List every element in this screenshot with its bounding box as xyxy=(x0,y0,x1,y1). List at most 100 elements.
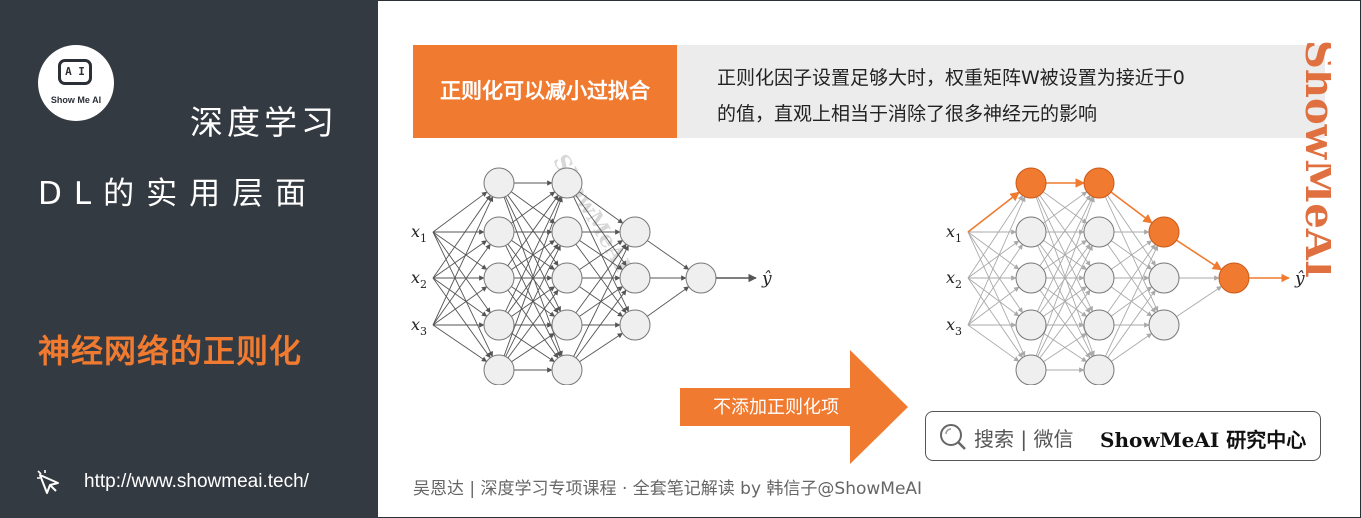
network-edge xyxy=(498,182,561,312)
network-edge xyxy=(498,244,561,371)
neuron xyxy=(685,262,717,294)
input-label: x2 xyxy=(946,268,962,291)
network-edge xyxy=(967,286,1020,326)
input-label: x3 xyxy=(946,315,962,338)
network-edge xyxy=(1030,194,1091,279)
network-edge xyxy=(432,194,491,279)
network-edge xyxy=(498,196,563,371)
active-neuron xyxy=(1218,262,1250,294)
network-edge xyxy=(1098,243,1156,326)
network-edge xyxy=(566,244,629,371)
network-edge xyxy=(1098,289,1156,371)
banner-line-1: 正则化因子设置足够大时，权重矩阵W被设置为接近于0 xyxy=(717,67,1185,89)
network-edge xyxy=(432,191,488,233)
network-edge xyxy=(566,289,627,371)
network-edge xyxy=(1030,244,1093,371)
neuron xyxy=(1015,309,1047,341)
network-edge xyxy=(566,243,627,326)
showmeai-vertical-watermark: ShowMeAI xyxy=(1296,40,1331,279)
network-edge xyxy=(498,196,561,326)
network-edge xyxy=(498,231,559,314)
neuron xyxy=(551,262,583,294)
neuron xyxy=(1083,309,1115,341)
topic-title: 神经网络的正则化 xyxy=(38,332,303,370)
neuron xyxy=(551,309,583,341)
network-edge xyxy=(1030,196,1093,326)
network-edge xyxy=(432,277,488,317)
neuron xyxy=(619,262,651,294)
network-edge xyxy=(967,243,1023,326)
network-edge xyxy=(967,324,1020,362)
neuron xyxy=(619,216,651,248)
banner-description: 正则化因子设置足够大时，权重矩阵W被设置为接近于0 的值，直观上相当于消除了很多… xyxy=(677,45,1325,138)
network-edge xyxy=(1030,196,1095,371)
neuron xyxy=(1015,216,1047,248)
wechat-search-box[interactable]: 搜索 | 微信 ShowMeAI 研究中心 xyxy=(925,411,1321,461)
network-edge xyxy=(1030,231,1093,358)
output-label: ŷ xyxy=(761,269,772,289)
network-edge xyxy=(432,286,488,326)
network-edge xyxy=(1030,182,1091,267)
arrow-shape xyxy=(680,350,908,464)
network-edge xyxy=(1098,245,1159,371)
chapter-title: DL的实用层面 xyxy=(38,176,319,212)
neuron xyxy=(483,216,515,248)
network-edge xyxy=(498,194,559,279)
network-edge xyxy=(1098,182,1156,267)
network-edge xyxy=(1098,231,1156,314)
neuron xyxy=(551,167,583,199)
network-edge xyxy=(566,182,629,312)
website-link[interactable]: http://www.showmeai.tech/ xyxy=(84,471,309,492)
network-edge xyxy=(432,231,493,357)
network-edge xyxy=(432,243,491,326)
network-edge xyxy=(498,182,559,267)
neuron xyxy=(1015,354,1047,385)
active-neuron xyxy=(1083,167,1115,199)
full-neural-network-diagram: x1 x2 x3 ŷ xyxy=(411,167,772,385)
neuron xyxy=(1083,354,1115,385)
network-edge xyxy=(1030,243,1091,326)
network-edge xyxy=(432,277,491,359)
network-edge xyxy=(967,277,1023,359)
network-edge xyxy=(967,240,1020,279)
neuron xyxy=(619,309,651,341)
network-edge xyxy=(432,240,488,279)
input-label: x1 xyxy=(411,222,427,245)
logo-text: Show Me AI xyxy=(50,95,102,105)
network-edge xyxy=(1030,277,1091,359)
neuron xyxy=(1148,262,1180,294)
neuron xyxy=(551,216,583,248)
neuron xyxy=(1083,216,1115,248)
network-edge xyxy=(498,231,561,358)
network-edge xyxy=(432,196,494,326)
network-edge xyxy=(967,277,1020,317)
search-brand: ShowMeAI 研究中心 xyxy=(1100,428,1307,452)
active-neuron xyxy=(1015,167,1047,199)
footer-credit: 吴恩达 | 深度学习专项课程 · 全套笔记解读 by 韩信子@ShowMeAI xyxy=(413,479,923,499)
neuron xyxy=(1083,262,1115,294)
search-prefix: 搜索 | 微信 xyxy=(974,427,1074,451)
input-label: x3 xyxy=(411,315,427,338)
network-edge xyxy=(566,231,627,314)
robot-face-icon: A I xyxy=(58,59,92,85)
network-edge xyxy=(1030,289,1091,371)
highlighted-edge xyxy=(967,191,1020,233)
search-icon xyxy=(940,424,966,450)
input-label: x1 xyxy=(946,222,962,245)
neuron xyxy=(483,309,515,341)
neuron xyxy=(483,354,515,385)
network-edge xyxy=(566,182,627,267)
neuron xyxy=(483,262,515,294)
network-edge xyxy=(432,231,491,314)
network-edge xyxy=(967,231,1023,314)
output-label: ŷ xyxy=(1294,269,1305,289)
arrow-label: 不添加正则化项 xyxy=(713,397,839,418)
neuron xyxy=(551,354,583,385)
regularized-neural-network-diagram: x1 x2 x3 ŷ xyxy=(946,167,1305,385)
banner-line-2: 的值，直观上相当于消除了很多神经元的影响 xyxy=(717,103,1098,125)
input-label: x2 xyxy=(411,268,427,291)
network-edge xyxy=(967,196,1026,326)
neuron xyxy=(1148,309,1180,341)
network-edge xyxy=(1098,182,1159,312)
neuron xyxy=(1015,262,1047,294)
